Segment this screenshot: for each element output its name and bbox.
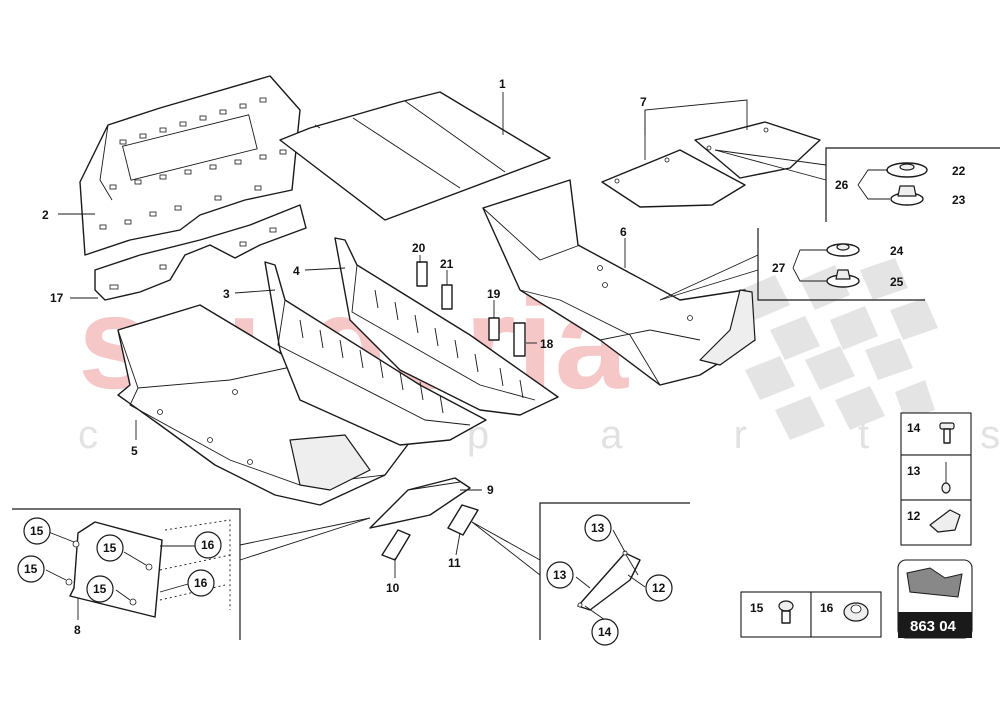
svg-text:13: 13 <box>553 568 567 582</box>
part-11-bracket[interactable] <box>447 504 479 536</box>
pin-icon <box>941 462 951 494</box>
part-9-panel[interactable] <box>369 477 471 529</box>
part-10-bracket[interactable] <box>381 529 411 561</box>
part-17-lower-strip[interactable] <box>94 204 307 301</box>
svg-text:15: 15 <box>30 524 44 538</box>
callout-15-b: 15 <box>96 534 124 562</box>
callout-26: 26 <box>835 178 849 192</box>
detail-bracket-12-13[interactable] <box>577 550 641 611</box>
clip-icon <box>929 509 961 533</box>
callout-16-b: 16 <box>187 569 215 597</box>
legend-label-12: 12 <box>907 509 921 523</box>
svg-text:14: 14 <box>598 625 612 639</box>
diagram-code: 863 04 <box>910 618 957 635</box>
arrow-icon <box>906 567 963 598</box>
svg-text:15: 15 <box>24 562 38 576</box>
part-2-rear-panel[interactable] <box>79 75 301 256</box>
callout-19: 19 <box>487 287 501 301</box>
callout-15-d: 15 <box>86 575 114 603</box>
callout-13-a: 13 <box>584 514 612 542</box>
callout-15-c: 15 <box>17 555 45 583</box>
callout-4: 4 <box>293 264 300 278</box>
legend-side: 14 13 12 <box>900 412 972 546</box>
callout-24: 24 <box>890 244 904 258</box>
callout-leaders <box>45 92 890 621</box>
part-6-tunnel[interactable] <box>482 179 756 386</box>
callout-22: 22 <box>952 164 966 178</box>
legend-label-13: 13 <box>907 464 921 478</box>
callout-27: 27 <box>772 261 786 275</box>
callout-2: 2 <box>42 208 49 222</box>
legend-bottom: 15 16 <box>740 591 882 638</box>
screw-icon <box>939 422 955 444</box>
svg-text:15: 15 <box>103 541 117 555</box>
callout-9: 9 <box>487 483 494 497</box>
callout-17: 17 <box>50 291 64 305</box>
diagram-code-badge: 863 04 <box>897 559 973 639</box>
grommet-icon <box>843 602 869 622</box>
part-19-pad[interactable] <box>488 317 500 341</box>
svg-text:16: 16 <box>194 576 208 590</box>
callout-21: 21 <box>440 257 454 271</box>
svg-text:13: 13 <box>591 521 605 535</box>
part-22-washer[interactable] <box>886 162 928 178</box>
legend-label-15: 15 <box>750 601 764 615</box>
callout-6: 6 <box>620 225 627 239</box>
callout-11: 11 <box>448 556 461 570</box>
part-20-pad[interactable] <box>416 261 428 287</box>
callout-14: 14 <box>591 618 619 646</box>
callout-1: 1 <box>499 77 506 91</box>
screw-head-icon <box>778 600 794 624</box>
part-24-washer[interactable] <box>826 243 860 257</box>
checker-flag-watermark <box>740 258 938 440</box>
part-21-pad[interactable] <box>441 284 453 310</box>
callout-10: 10 <box>386 581 400 595</box>
callout-15-a: 15 <box>23 517 51 545</box>
part-5-floor-tray[interactable] <box>117 304 416 506</box>
callout-3: 3 <box>223 287 230 301</box>
detail-frames <box>12 147 1000 640</box>
callout-18: 18 <box>540 337 554 351</box>
part-23-grommet[interactable] <box>890 185 924 206</box>
part-7-mat-right[interactable] <box>694 121 821 179</box>
callout-5: 5 <box>131 444 138 458</box>
callout-16-a: 16 <box>194 531 222 559</box>
callout-8: 8 <box>74 623 81 637</box>
callout-labels: 1 2 3 4 5 6 7 8 9 10 11 17 18 19 20 21 2… <box>42 77 966 637</box>
callout-20: 20 <box>412 241 426 255</box>
part-1-top-cover[interactable] <box>279 91 551 221</box>
circled-callouts: 15 15 15 15 16 16 13 13 12 14 <box>17 514 673 646</box>
callout-13-b: 13 <box>546 561 574 589</box>
svg-text:15: 15 <box>93 582 107 596</box>
callout-7: 7 <box>640 95 647 109</box>
part-4-channel[interactable] <box>334 237 559 416</box>
callout-23: 23 <box>952 193 966 207</box>
part-7-mat-left[interactable] <box>601 149 746 208</box>
callout-25: 25 <box>890 275 904 289</box>
svg-text:12: 12 <box>652 581 666 595</box>
callout-12: 12 <box>645 574 673 602</box>
svg-text:16: 16 <box>201 538 215 552</box>
part-3-channel[interactable] <box>264 261 487 446</box>
part-18-pad[interactable] <box>513 322 526 357</box>
legend-label-14: 14 <box>907 421 921 435</box>
legend-label-16: 16 <box>820 601 834 615</box>
